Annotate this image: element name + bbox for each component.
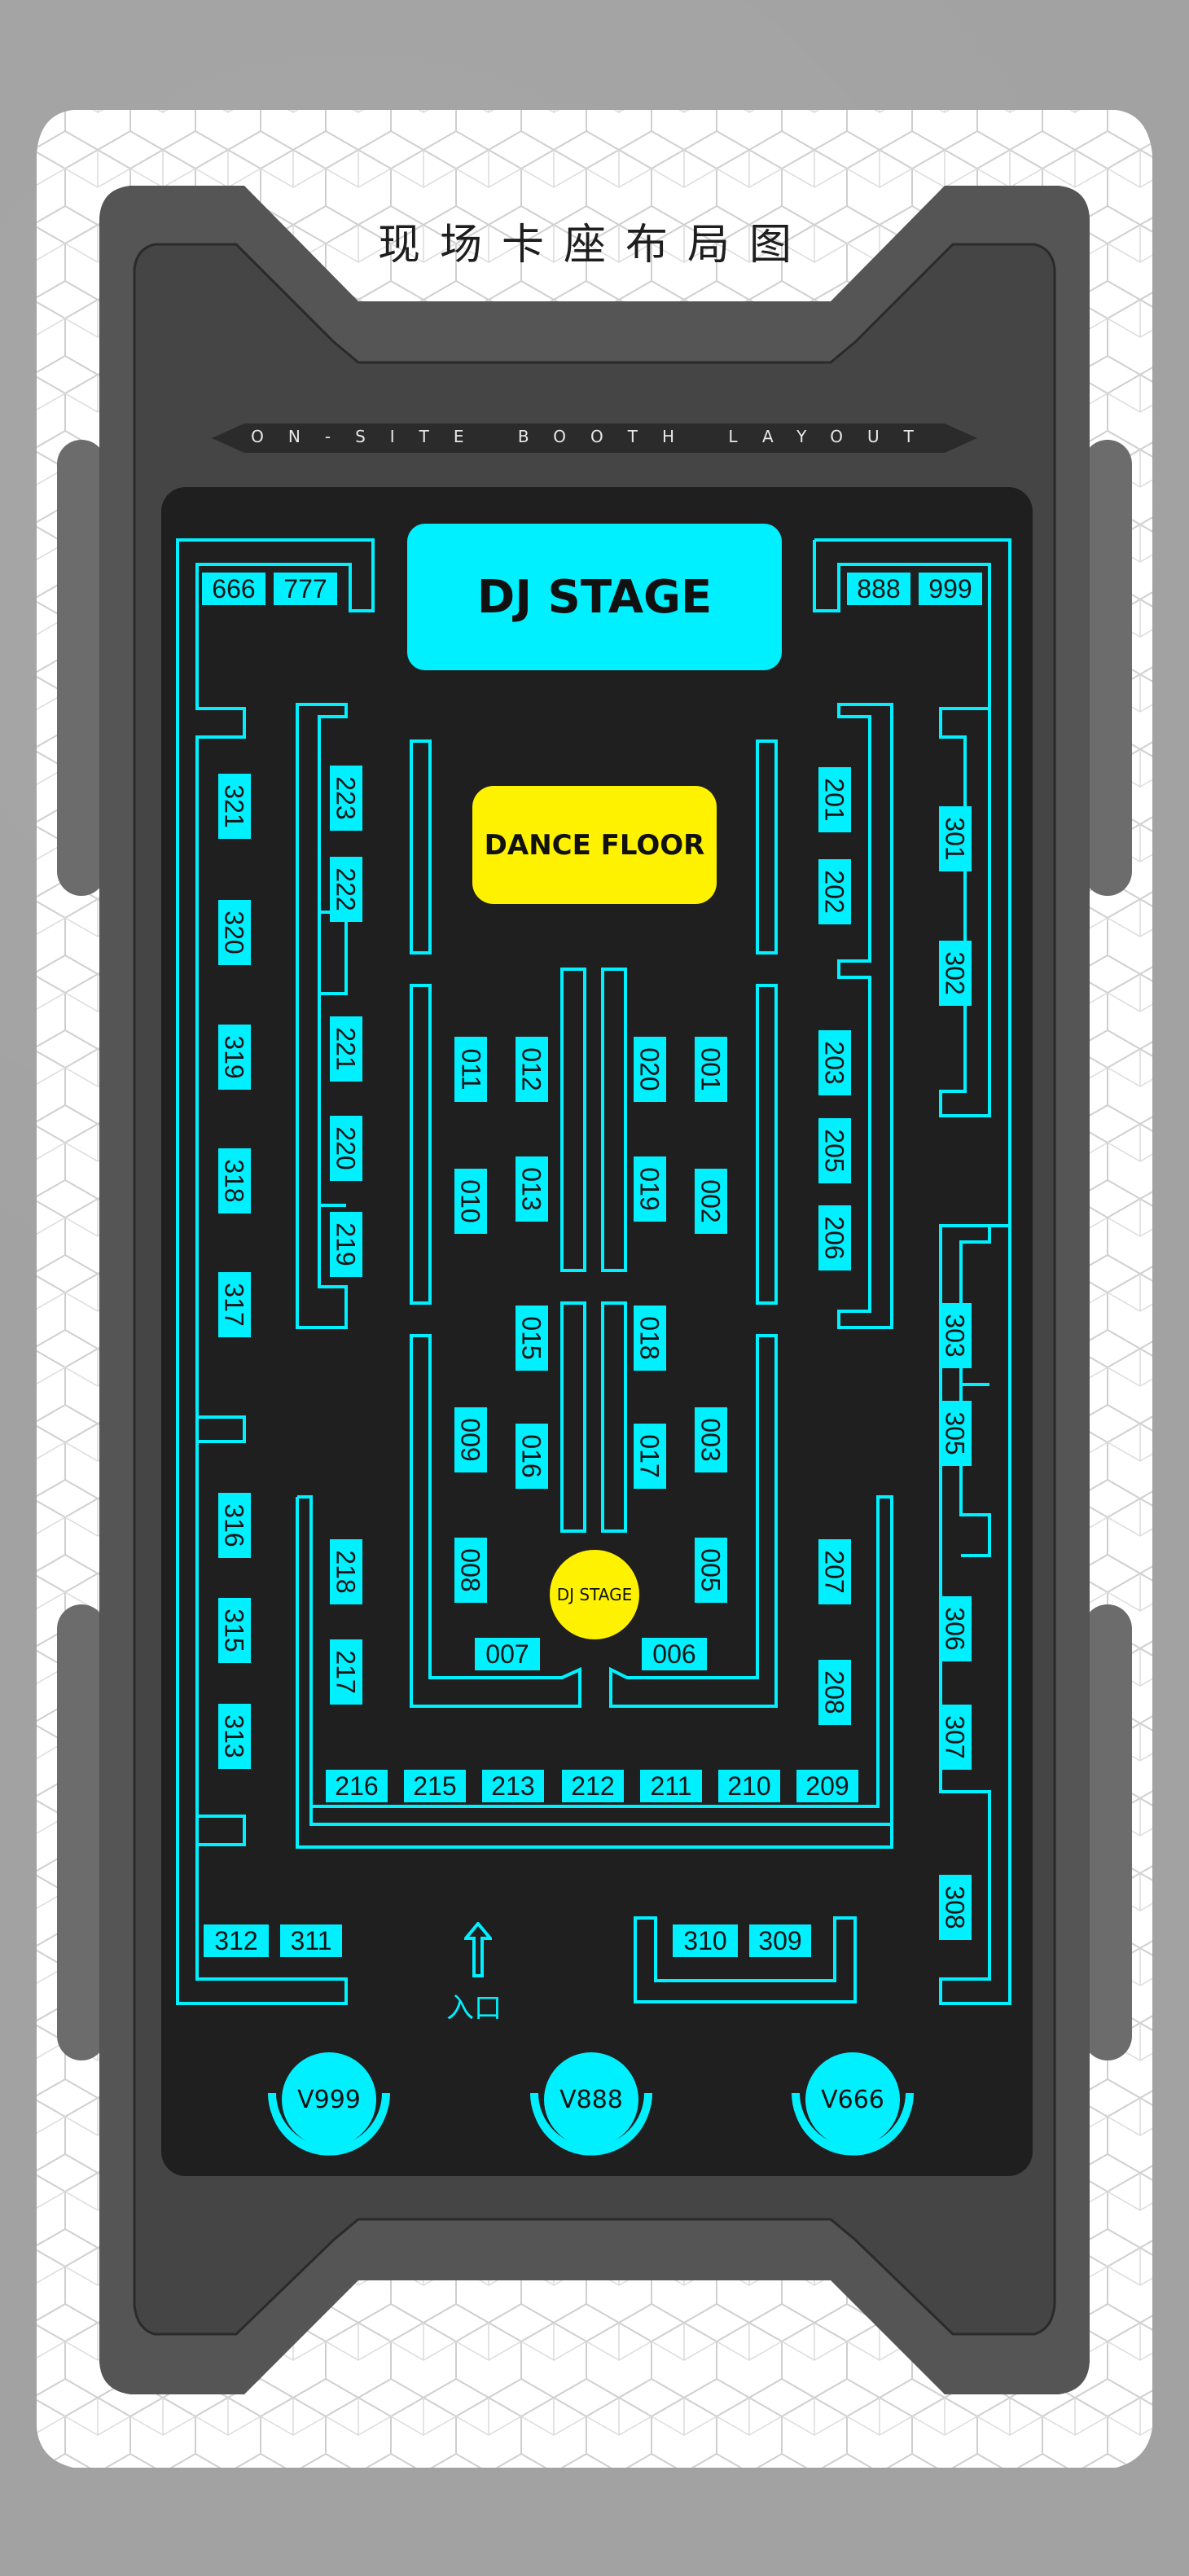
booth-222[interactable]: 222 (330, 857, 362, 922)
booth-313[interactable]: 313 (218, 1704, 251, 1769)
booth-201[interactable]: 201 (818, 767, 851, 832)
booth-888[interactable]: 888 (847, 573, 910, 605)
dj-stage-small[interactable]: DJ STAGE (550, 1550, 639, 1639)
floor-plan-panel (161, 487, 1033, 2176)
booth-302[interactable]: 302 (939, 941, 972, 1006)
booth-019[interactable]: 019 (634, 1156, 666, 1222)
dance-floor[interactable]: DANCE FLOOR (472, 786, 717, 904)
booth-015[interactable]: 015 (516, 1306, 548, 1371)
vip-booth-v666[interactable]: V666 (788, 2044, 918, 2174)
booth-016[interactable]: 016 (516, 1424, 548, 1489)
booth-321[interactable]: 321 (218, 774, 251, 839)
booth-207[interactable]: 207 (818, 1539, 851, 1604)
booth-320[interactable]: 320 (218, 900, 251, 965)
dj-stage[interactable]: DJ STAGE (407, 524, 782, 670)
booth-205[interactable]: 205 (818, 1118, 851, 1183)
booth-020[interactable]: 020 (634, 1037, 666, 1102)
booth-307[interactable]: 307 (939, 1705, 972, 1770)
booth-006[interactable]: 006 (642, 1638, 707, 1670)
booth-999[interactable]: 999 (919, 573, 982, 605)
vip-arc-icon (268, 2092, 390, 2156)
booth-218[interactable]: 218 (330, 1539, 362, 1604)
booth-001[interactable]: 001 (695, 1037, 727, 1102)
booth-666[interactable]: 666 (202, 573, 265, 605)
booth-315[interactable]: 315 (218, 1598, 251, 1663)
booth-203[interactable]: 203 (818, 1030, 851, 1095)
booth-002[interactable]: 002 (695, 1169, 727, 1234)
booth-305[interactable]: 305 (939, 1401, 972, 1466)
vip-booth-v888[interactable]: V888 (526, 2044, 656, 2174)
booth-310[interactable]: 310 (673, 1924, 738, 1957)
booth-005[interactable]: 005 (695, 1538, 727, 1603)
booth-215[interactable]: 215 (404, 1770, 466, 1802)
booth-308[interactable]: 308 (939, 1875, 972, 1940)
booth-017[interactable]: 017 (634, 1424, 666, 1489)
page-title: 现场卡座布局图 (377, 221, 811, 270)
vip-arc-icon (530, 2092, 652, 2156)
booth-223[interactable]: 223 (330, 766, 362, 831)
booth-008[interactable]: 008 (454, 1538, 487, 1603)
booth-206[interactable]: 206 (818, 1205, 851, 1270)
booth-212[interactable]: 212 (562, 1770, 624, 1802)
booth-217[interactable]: 217 (330, 1639, 362, 1705)
booth-316[interactable]: 316 (218, 1493, 251, 1558)
booth-317[interactable]: 317 (218, 1272, 251, 1337)
booth-311[interactable]: 311 (280, 1924, 342, 1957)
booth-318[interactable]: 318 (218, 1148, 251, 1213)
vip-booth-v999[interactable]: V999 (264, 2044, 394, 2174)
booth-220[interactable]: 220 (330, 1116, 362, 1181)
booth-209[interactable]: 209 (796, 1770, 858, 1802)
booth-011[interactable]: 011 (454, 1037, 487, 1102)
booth-003[interactable]: 003 (695, 1407, 727, 1472)
booth-013[interactable]: 013 (516, 1156, 548, 1222)
booth-777[interactable]: 777 (274, 573, 337, 605)
booth-012[interactable]: 012 (516, 1037, 548, 1102)
page-subtitle: ON-SITE BOOTH LAYOUT (251, 427, 938, 446)
vip-arc-icon (792, 2092, 914, 2156)
booth-219[interactable]: 219 (330, 1212, 362, 1277)
entrance-label: 入口 (446, 1992, 502, 2025)
entrance-arrow-icon (464, 1922, 492, 1977)
booth-211[interactable]: 211 (640, 1770, 702, 1802)
booth-303[interactable]: 303 (939, 1303, 972, 1368)
booth-010[interactable]: 010 (454, 1169, 487, 1234)
booth-202[interactable]: 202 (818, 859, 851, 924)
booth-208[interactable]: 208 (818, 1660, 851, 1725)
booth-009[interactable]: 009 (454, 1407, 487, 1472)
booth-216[interactable]: 216 (326, 1770, 388, 1802)
booth-018[interactable]: 018 (634, 1306, 666, 1371)
booth-301[interactable]: 301 (939, 806, 972, 871)
booth-007[interactable]: 007 (475, 1638, 540, 1670)
booth-221[interactable]: 221 (330, 1016, 362, 1082)
booth-309[interactable]: 309 (749, 1924, 811, 1957)
booth-319[interactable]: 319 (218, 1025, 251, 1090)
booth-306[interactable]: 306 (939, 1596, 972, 1661)
booth-312[interactable]: 312 (204, 1924, 269, 1957)
booth-213[interactable]: 213 (482, 1770, 544, 1802)
booth-210[interactable]: 210 (718, 1770, 780, 1802)
